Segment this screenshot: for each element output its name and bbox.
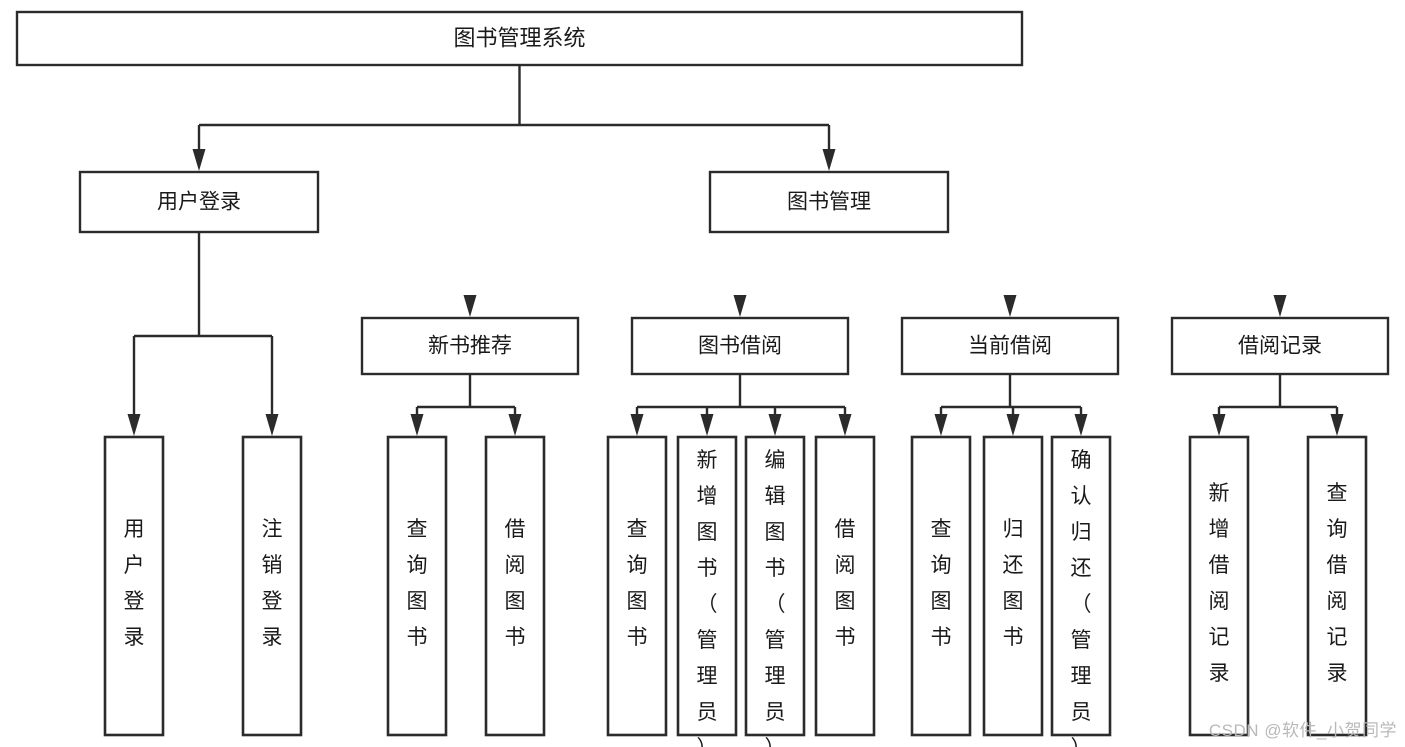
node-label-book-management: 图书管理 bbox=[787, 191, 871, 214]
node-new-book-recommend[interactable]: 新书推荐 bbox=[360, 316, 580, 376]
arrow-head-icon bbox=[934, 414, 948, 436]
node-leaf-query-book-borrow[interactable]: 查询图书 bbox=[606, 435, 668, 737]
node-box-leaf-query-book-borrow[interactable] bbox=[606, 435, 668, 737]
arrow-head-icon bbox=[822, 149, 836, 171]
node-box-leaf-confirm-return[interactable] bbox=[1050, 435, 1112, 737]
arrow-head-icon bbox=[1330, 414, 1344, 436]
arrow-head-icon bbox=[630, 414, 644, 436]
node-borrow-record[interactable]: 借阅记录 bbox=[1170, 316, 1390, 376]
connector-group-new-book-recommend bbox=[410, 374, 522, 436]
node-box-leaf-logout[interactable] bbox=[241, 435, 303, 737]
node-leaf-confirm-return[interactable]: 确认归还（管理员） bbox=[1050, 435, 1112, 747]
node-label-leaf-add-borrow-record: 新增借阅记录 bbox=[1209, 482, 1230, 685]
node-leaf-borrow-book-recommend[interactable]: 借阅图书 bbox=[484, 435, 546, 737]
node-leaf-user-login[interactable]: 用户登录 bbox=[103, 435, 165, 737]
node-label-leaf-confirm-return: 确认归还（管理员） bbox=[1071, 449, 1092, 747]
node-leaf-add-borrow-record[interactable]: 新增借阅记录 bbox=[1188, 435, 1250, 737]
arrow-head-icon bbox=[838, 414, 852, 436]
node-box-root[interactable] bbox=[15, 10, 1024, 67]
node-box-user-login[interactable] bbox=[78, 170, 320, 234]
node-box-leaf-query-borrow-record[interactable] bbox=[1306, 435, 1368, 737]
connector-layer bbox=[128, 65, 1344, 436]
connector-group-user-login bbox=[127, 232, 279, 436]
node-book-borrow[interactable]: 图书借阅 bbox=[630, 316, 850, 376]
arrow-head-icon bbox=[1006, 414, 1020, 436]
node-user-login[interactable]: 用户登录 bbox=[78, 170, 320, 234]
node-label-leaf-borrow-book: 借阅图书 bbox=[835, 518, 856, 649]
node-label-leaf-query-book-recommend: 查询图书 bbox=[407, 518, 428, 649]
node-box-leaf-user-login[interactable] bbox=[103, 435, 165, 737]
node-book-management[interactable]: 图书管理 bbox=[708, 170, 950, 234]
node-label-leaf-edit-book: 编辑图书（管理员） bbox=[765, 449, 786, 747]
node-root[interactable]: 图书管理系统 bbox=[15, 10, 1024, 67]
node-box-book-management[interactable] bbox=[708, 170, 950, 234]
node-label-root: 图书管理系统 bbox=[453, 25, 585, 50]
node-leaf-return-book[interactable]: 归还图书 bbox=[982, 435, 1044, 737]
node-box-current-borrow[interactable] bbox=[900, 316, 1120, 376]
node-box-leaf-return-book[interactable] bbox=[982, 435, 1044, 737]
node-box-leaf-borrow-book-recommend[interactable] bbox=[484, 435, 546, 737]
node-leaf-query-borrow-record[interactable]: 查询借阅记录 bbox=[1306, 435, 1368, 737]
node-leaf-query-book-current[interactable]: 查询图书 bbox=[910, 435, 972, 737]
node-label-new-book-recommend: 新书推荐 bbox=[428, 335, 512, 358]
node-label-leaf-query-book-borrow: 查询图书 bbox=[627, 518, 648, 649]
connector-group-book-management bbox=[464, 232, 1287, 317]
node-leaf-borrow-book[interactable]: 借阅图书 bbox=[814, 435, 876, 737]
node-box-leaf-add-borrow-record[interactable] bbox=[1188, 435, 1250, 737]
arrow-head-icon bbox=[508, 414, 522, 436]
node-label-current-borrow: 当前借阅 bbox=[968, 335, 1052, 358]
node-label-leaf-query-borrow-record: 查询借阅记录 bbox=[1327, 482, 1348, 685]
node-label-leaf-query-book-current: 查询图书 bbox=[931, 518, 952, 649]
watermark-text: CSDN @软件_小贺同学 bbox=[1208, 721, 1397, 740]
arrow-head-icon bbox=[265, 414, 279, 436]
arrow-head-icon bbox=[1273, 295, 1287, 317]
connector-group-borrow-record bbox=[1212, 374, 1344, 436]
arrow-head-icon bbox=[410, 414, 424, 436]
node-box-leaf-add-book[interactable] bbox=[676, 435, 738, 737]
node-label-leaf-user-login: 用户登录 bbox=[124, 518, 145, 649]
node-leaf-logout[interactable]: 注销登录 bbox=[241, 435, 303, 737]
arrow-head-icon bbox=[127, 414, 141, 436]
node-label-leaf-logout: 注销登录 bbox=[262, 518, 283, 649]
node-label-borrow-record: 借阅记录 bbox=[1238, 335, 1322, 358]
node-label-user-login: 用户登录 bbox=[157, 191, 241, 214]
node-leaf-query-book-recommend[interactable]: 查询图书 bbox=[386, 435, 448, 737]
connector-group-book-borrow bbox=[630, 374, 852, 436]
node-label-leaf-borrow-book-recommend: 借阅图书 bbox=[505, 518, 526, 649]
node-label-book-borrow: 图书借阅 bbox=[698, 335, 782, 358]
arrow-head-icon bbox=[1212, 414, 1226, 436]
arrow-head-icon bbox=[1074, 414, 1088, 436]
node-label-leaf-add-book: 新增图书（管理员） bbox=[697, 449, 718, 747]
arrow-head-icon bbox=[1003, 295, 1017, 317]
arrow-head-icon bbox=[463, 295, 477, 317]
arrow-head-icon bbox=[768, 414, 782, 436]
arrow-head-icon bbox=[700, 414, 714, 436]
arrow-head-icon bbox=[192, 149, 206, 171]
node-box-new-book-recommend[interactable] bbox=[360, 316, 580, 376]
node-box-leaf-edit-book[interactable] bbox=[744, 435, 806, 737]
node-leaf-add-book[interactable]: 新增图书（管理员） bbox=[676, 435, 738, 747]
node-label-leaf-return-book: 归还图书 bbox=[1003, 518, 1024, 649]
node-box-leaf-query-book-current[interactable] bbox=[910, 435, 972, 737]
node-box-book-borrow[interactable] bbox=[630, 316, 850, 376]
node-leaf-edit-book[interactable]: 编辑图书（管理员） bbox=[744, 435, 806, 747]
connector-group-current-borrow bbox=[934, 374, 1088, 436]
node-box-leaf-borrow-book[interactable] bbox=[814, 435, 876, 737]
node-box-borrow-record[interactable] bbox=[1170, 316, 1390, 376]
node-layer: 图书管理系统用户登录图书管理新书推荐图书借阅当前借阅借阅记录用户登录注销登录查询… bbox=[15, 10, 1390, 747]
arrow-head-icon bbox=[733, 295, 747, 317]
node-box-leaf-query-book-recommend[interactable] bbox=[386, 435, 448, 737]
connector-group-root bbox=[192, 65, 836, 171]
node-current-borrow[interactable]: 当前借阅 bbox=[900, 316, 1120, 376]
